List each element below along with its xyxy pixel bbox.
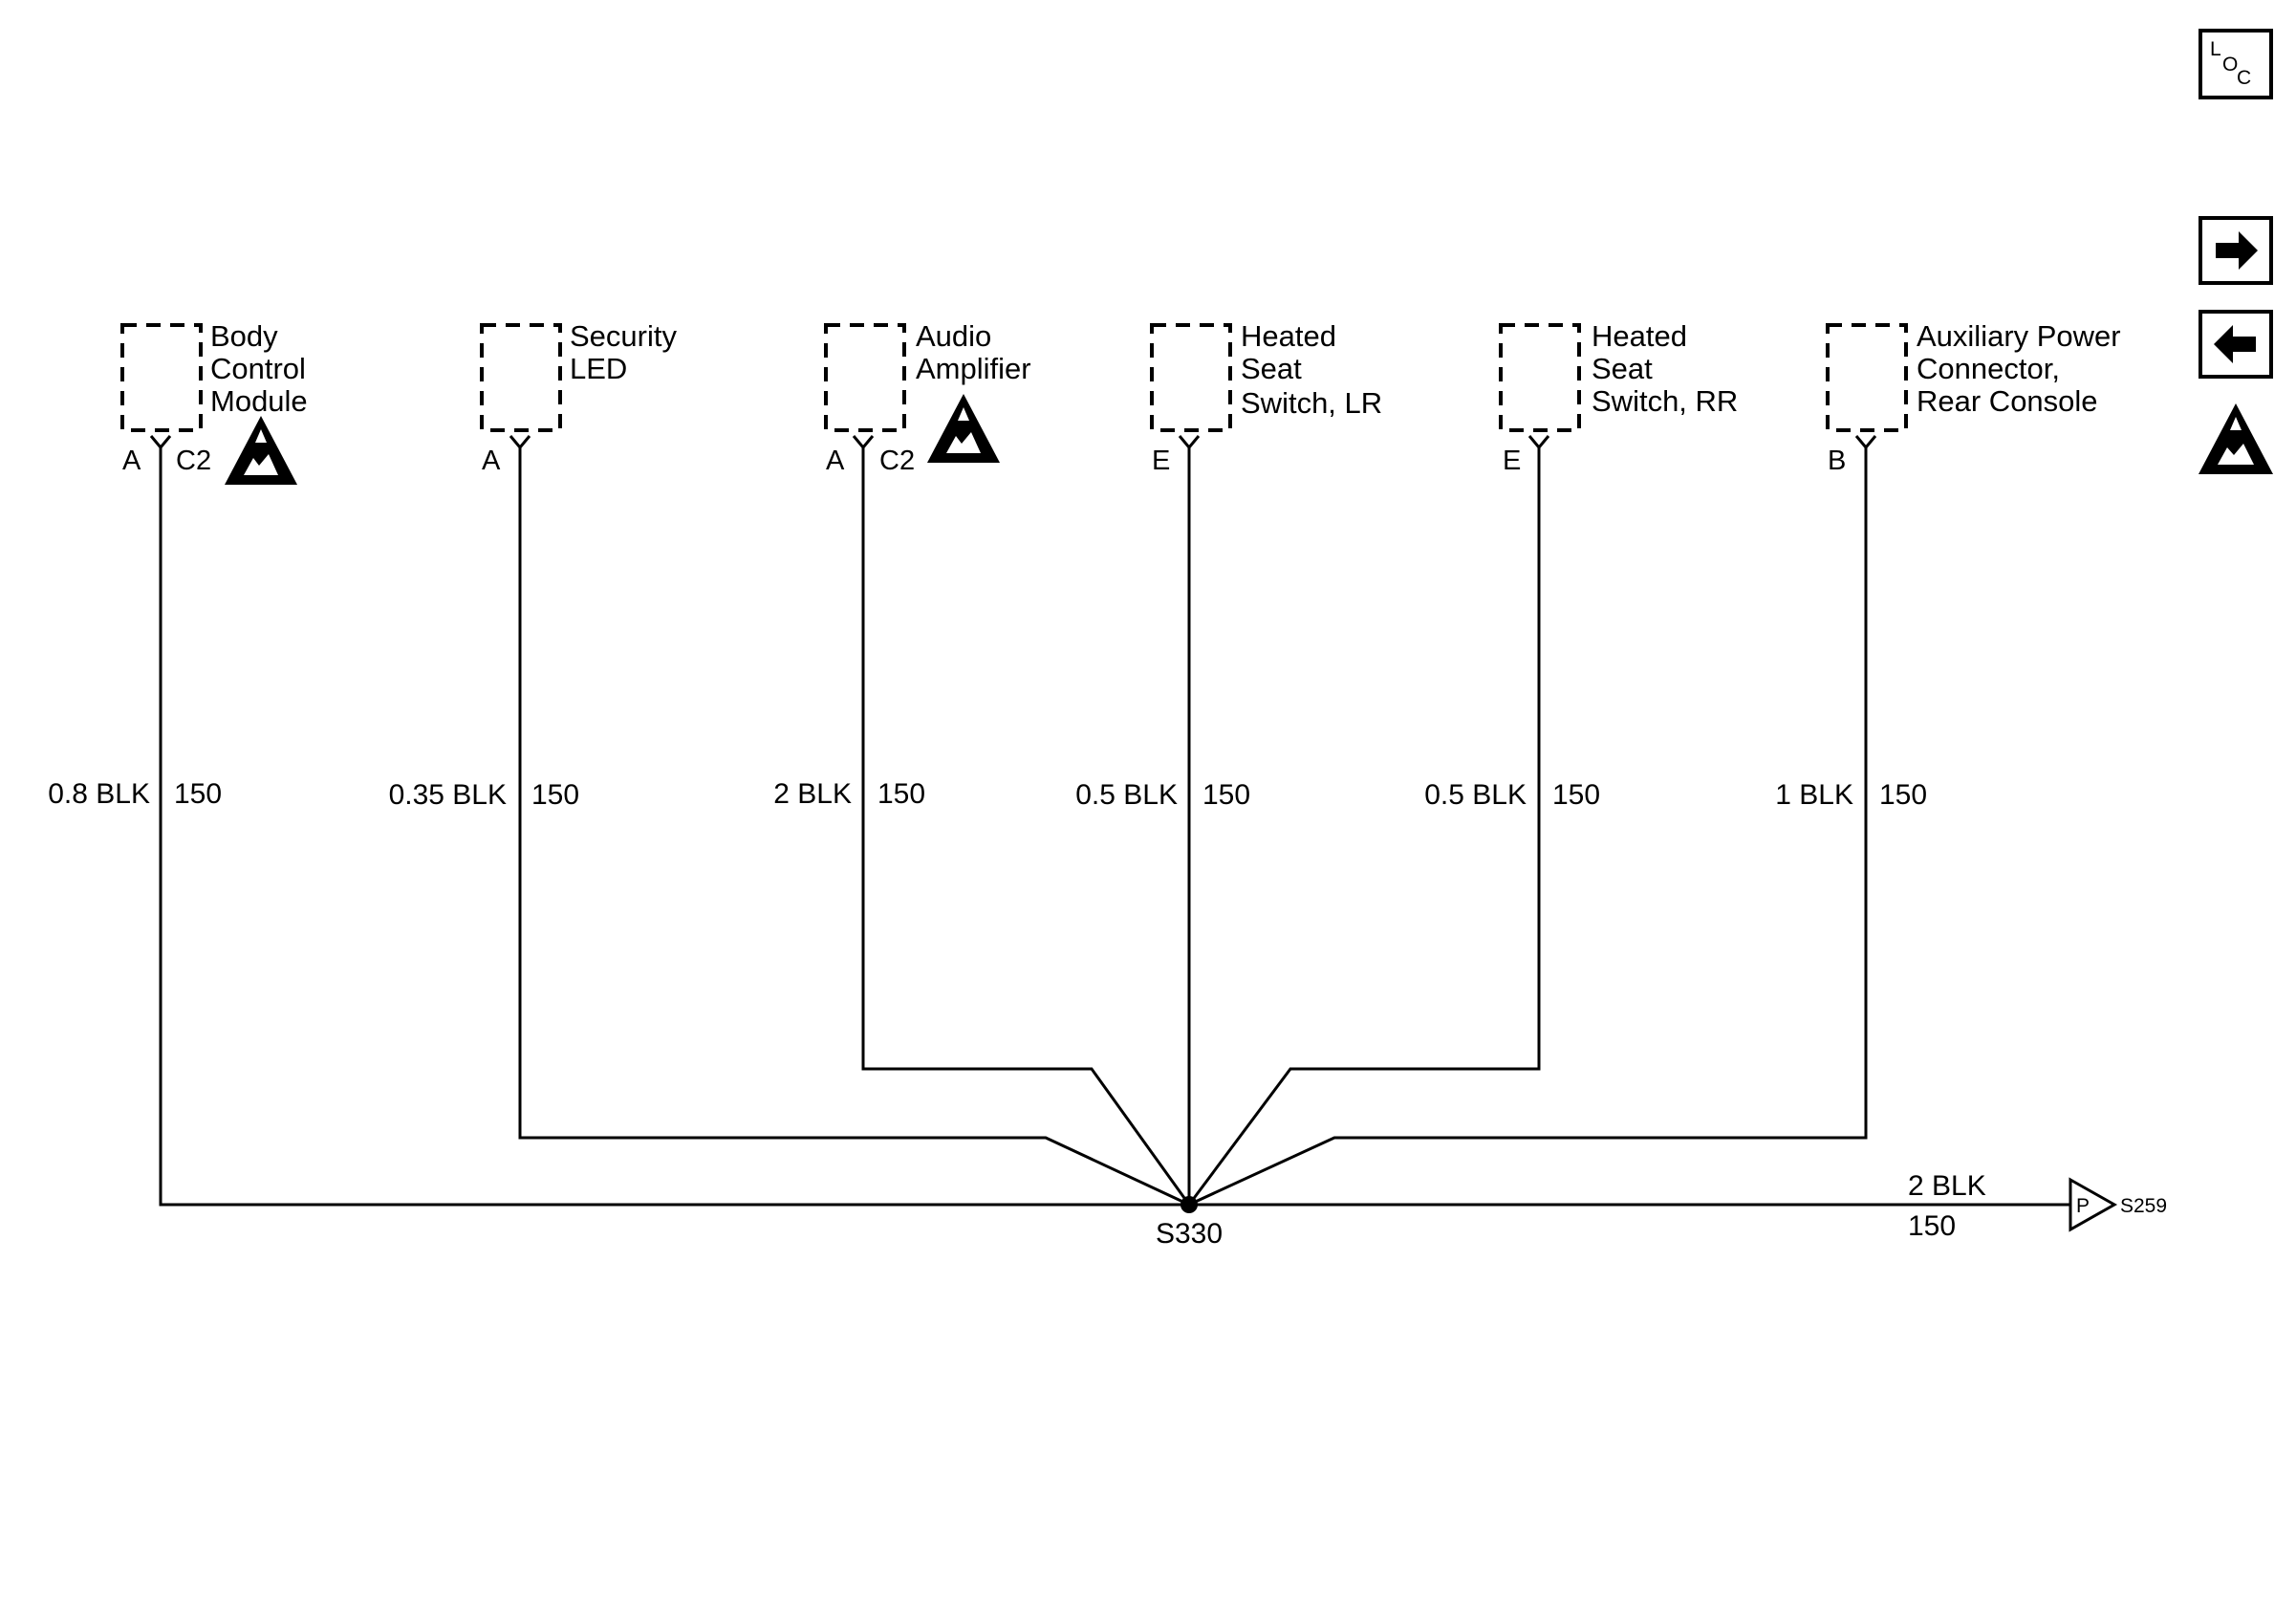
component-name-line: Seat [1241,352,1302,385]
wire-auxiliary-power [1188,447,1868,1207]
wire-security-led [518,447,1190,1207]
wire-circuit: 150 [877,778,925,810]
wire-size-color: 0.8 BLK [48,778,150,810]
component-name-line: Audio [916,319,991,353]
component-name-line: Auxiliary Power [1917,319,2121,353]
output-wire-circuit: 150 [1908,1210,1956,1242]
loc-letter: O [2222,54,2238,76]
connector-pin-symbol [149,435,172,450]
connector-pin-symbol [1178,435,1201,450]
component-box [120,323,203,432]
pin-label: E [1503,446,1521,476]
wire-size-color: 1 BLK [1775,779,1853,811]
splice-s330[interactable]: S330 [1156,1196,1223,1250]
connector-letter: P [2076,1195,2090,1217]
pin-label: B [1828,446,1846,476]
esd-icon [225,416,297,485]
component-box [1826,323,1908,432]
connector-pin-symbol [1527,435,1550,450]
component-auxiliary-power-connector[interactable]: Auxiliary Power Connector, Rear Console … [1826,319,2121,476]
component-name-line: Amplifier [916,352,1031,385]
pin-label: A [482,446,501,476]
loc-letter: C [2237,67,2251,89]
component-name-line: Security [570,319,677,353]
component-heated-seat-switch-rr[interactable]: Heated Seat Switch, RR E [1499,319,1738,476]
wire-circuit: 150 [1202,779,1250,811]
wire-bcm [159,447,1189,1207]
connector-pin-symbol [509,435,531,450]
splice-label: S330 [1156,1218,1223,1250]
wires [159,447,2070,1207]
component-name-line: Switch, RR [1592,384,1738,418]
component-name-line: Heated [1592,319,1687,353]
component-name-line: Rear Console [1917,384,2098,418]
wire-size-color: 2 BLK [773,778,852,810]
component-name-line: Seat [1592,352,1653,385]
wire-size-color: 0.5 BLK [1424,779,1527,811]
component-box [480,323,562,432]
back-arrow-icon [2214,325,2256,363]
connector-pin-symbol [1854,435,1877,450]
component-body-control-module[interactable]: Body Control Module A C2 [120,319,308,485]
esd-icon [927,394,1000,463]
component-audio-amplifier[interactable]: Audio Amplifier A C2 [824,319,1031,476]
loc-icon [2199,29,2273,99]
connector-label: C2 [879,446,915,476]
wire-circuit: 150 [1552,779,1600,811]
forward-button[interactable] [2199,216,2273,285]
forward-arrow-icon [2216,231,2258,270]
loc-letter: L [2210,38,2221,60]
wire-size-color: 0.5 BLK [1075,779,1178,811]
pin-label: A [122,446,141,476]
component-name-line: Body [210,319,278,353]
pin-label: E [1152,446,1170,476]
component-name-line: Connector, [1917,352,2060,385]
component-name-line: Control [210,352,306,385]
splice-dot [1180,1196,1198,1213]
wire-labels: 0.8 BLK 150 0.35 BLK 150 2 BLK 150 0.5 B… [48,778,1985,1242]
wire-heated-seat-rr [1187,447,1541,1206]
connector-label: C2 [176,446,211,476]
loc-button[interactable]: L O C [2199,29,2273,99]
wire-circuit: 150 [174,778,222,810]
wire-audio-amplifier [861,447,1191,1206]
component-name-line: Switch, LR [1241,386,1382,420]
pin-label: A [826,446,845,476]
connector-pin-symbol [852,435,875,450]
component-heated-seat-switch-lr[interactable]: Heated Seat Switch, LR E [1150,319,1382,476]
component-box [1150,323,1232,432]
connector-triangle-icon [2069,1177,2118,1232]
output-connector[interactable]: P S259 [2069,1177,2167,1232]
component-box [824,323,906,432]
component-name-line: LED [570,352,627,385]
component-name-line: Module [210,384,308,418]
wire-circuit: 150 [531,779,579,811]
back-button[interactable] [2199,310,2273,379]
wire-size-color: 0.35 BLK [389,779,507,811]
destination-label: S259 [2120,1195,2167,1217]
component-box [1499,323,1581,432]
output-wire-size-color: 2 BLK [1908,1170,1986,1202]
wire-circuit: 150 [1879,779,1927,811]
component-security-led[interactable]: Security LED A [480,319,677,476]
esd-icon[interactable] [2199,403,2273,474]
component-name-line: Heated [1241,319,1336,353]
